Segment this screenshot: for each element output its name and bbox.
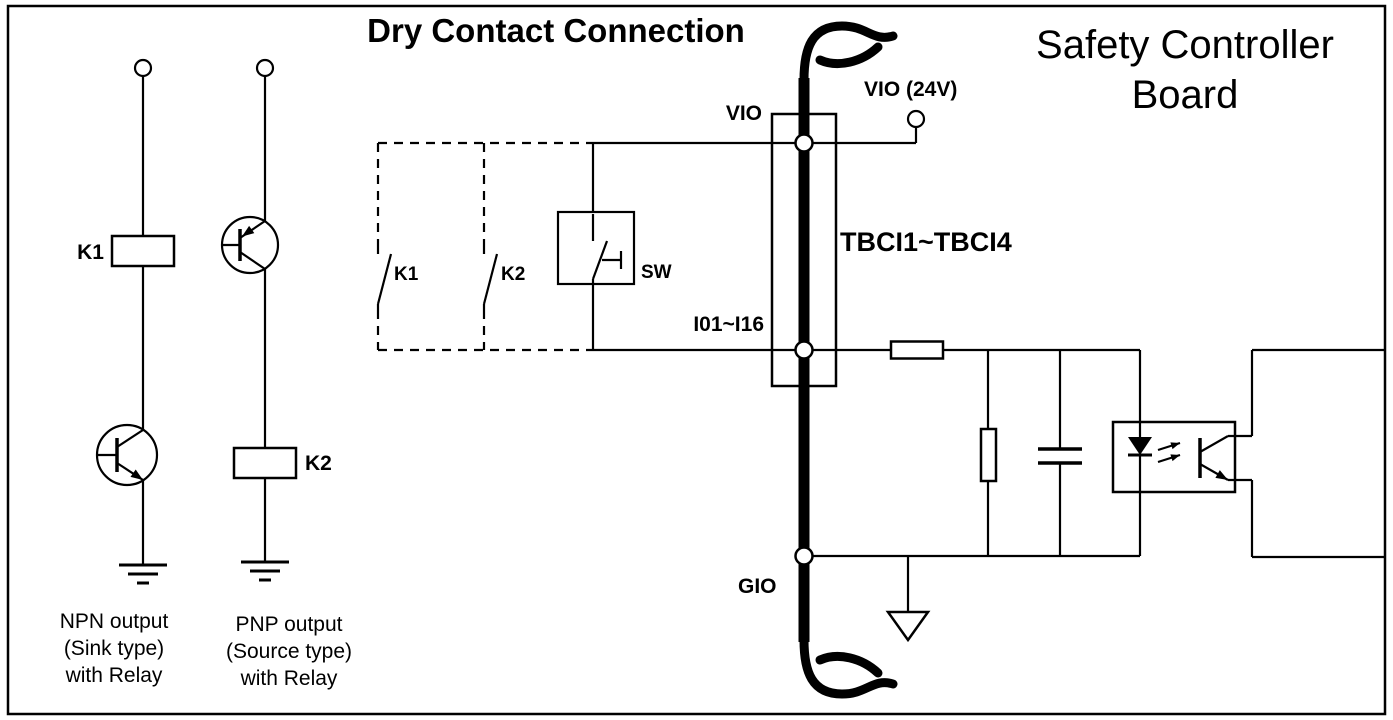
terminal-vio [794, 133, 814, 153]
pnp-caption-line3: with Relay [240, 667, 338, 690]
switch-sw [556, 143, 636, 350]
contact-k1 [376, 239, 393, 310]
contact-k2 [482, 239, 499, 310]
terminal-input [794, 340, 814, 360]
earth-ground-symbol [885, 556, 931, 643]
terminal-gio [794, 546, 814, 566]
dashed-wiring [376, 141, 593, 352]
npn-caption-line3: with Relay [65, 664, 163, 687]
board-title-line2: Board [1132, 73, 1239, 117]
gio-label: GIO [738, 575, 777, 598]
emitter-arrow [130, 469, 143, 480]
emitter-arrow [242, 225, 255, 237]
relay-k2-label: K2 [305, 452, 332, 475]
pnp-top-terminal [255, 58, 275, 78]
phototransistor [1198, 435, 1229, 481]
board-internal-circuit [804, 109, 1384, 643]
diagram-border [6, 4, 1387, 716]
vio-24v-label: VIO (24V) [864, 78, 957, 101]
ground-symbol-npn [119, 563, 167, 585]
light-arrows [1157, 441, 1181, 464]
tbci-label: TBCI1~TBCI4 [840, 227, 1012, 257]
pnp-transistor [220, 215, 280, 275]
board-title-line1: Safety Controller [1036, 23, 1334, 67]
break-symbol-bottom [799, 635, 898, 699]
inputs-label: I01~I16 [693, 313, 764, 336]
series-resistor [889, 340, 945, 360]
npn-caption-line1: NPN output [60, 610, 169, 633]
emitter-arrow [1215, 470, 1228, 480]
pnp-caption-line2: (Source type) [226, 640, 352, 663]
relay-coil-k1 [110, 234, 176, 268]
contact-k1-label: K1 [394, 264, 419, 285]
npn-caption-line2: (Sink type) [64, 637, 164, 660]
vio-label: VIO [726, 102, 762, 125]
pnp-caption-line1: PNP output [235, 613, 342, 636]
dry-contact-section [376, 141, 916, 352]
output-rails [1228, 348, 1384, 559]
pnp-source-circuit [220, 58, 298, 582]
optocoupler [1111, 350, 1237, 556]
board-boundary [798, 21, 898, 699]
led-diode [1128, 437, 1152, 455]
capacitor [1038, 350, 1082, 556]
npn-sink-circuit [95, 58, 176, 585]
board-bar [798, 78, 810, 642]
break-symbol-top-arc [815, 42, 883, 69]
break-symbol-bottom-arc [815, 651, 883, 678]
diagram-title: Dry Contact Connection [367, 12, 745, 49]
contact-k2-label: K2 [501, 264, 525, 285]
relay-k1-label: K1 [77, 241, 104, 264]
vio-24v-tap [906, 109, 926, 143]
ground-symbol-pnp [241, 560, 289, 582]
break-symbol-top [799, 21, 898, 85]
npn-transistor [95, 423, 159, 487]
terminal-block [770, 112, 838, 388]
npn-top-terminal [133, 58, 153, 78]
shunt-resistor [979, 350, 998, 556]
vio-24v-terminal [906, 109, 926, 129]
switch-sw-label: SW [641, 262, 672, 283]
relay-coil-k2 [232, 446, 298, 480]
